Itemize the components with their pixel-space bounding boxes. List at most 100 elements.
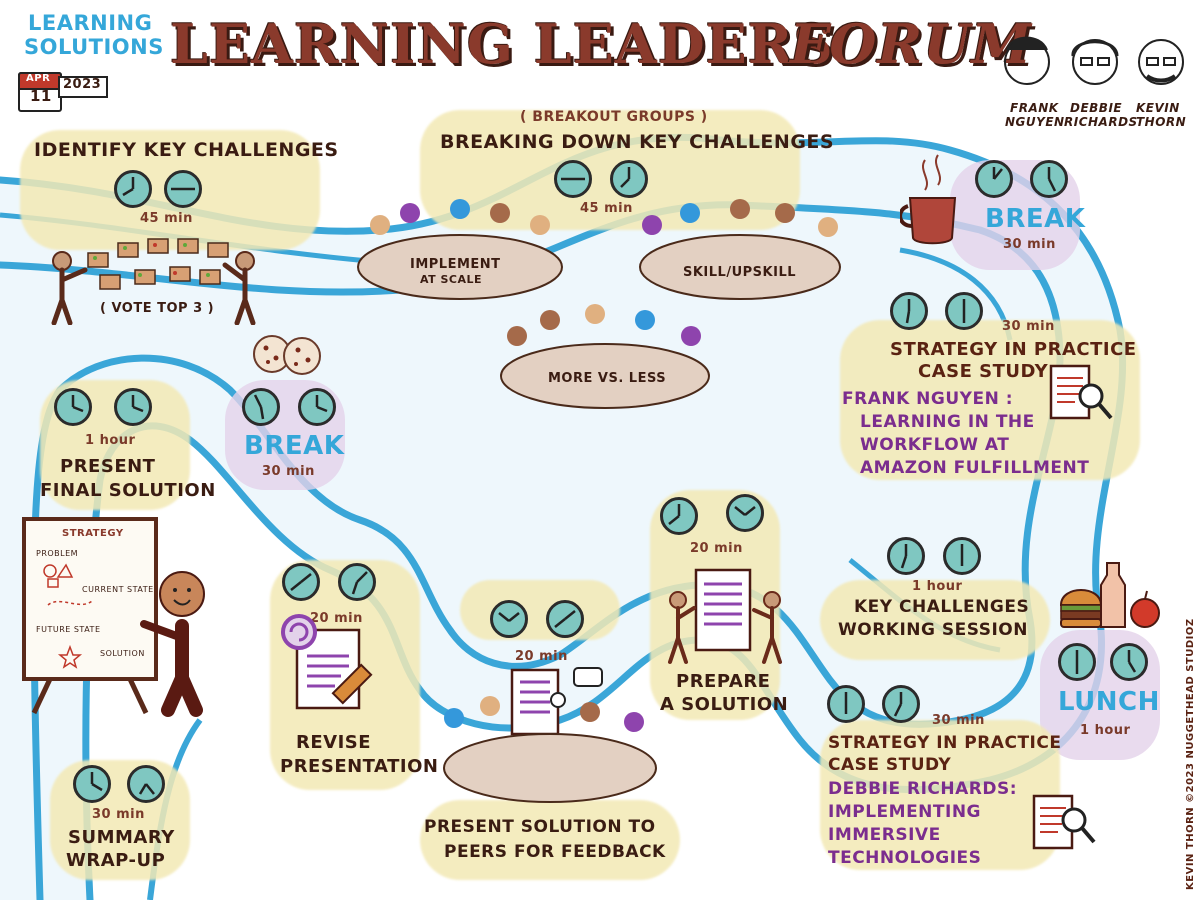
- working-line1: KEY CHALLENGES: [854, 597, 1030, 617]
- speaker-1-last: NGUYEN: [1005, 115, 1065, 129]
- working-duration: 1 hour: [912, 579, 963, 594]
- voting-board-icon: [40, 225, 280, 326]
- clock-icon: [610, 160, 648, 198]
- breakdown-subtitle: ( BREAKOUT GROUPS ): [520, 109, 708, 125]
- case2-p1: DEBBIE RICHARDS:: [828, 779, 1018, 799]
- highlight: [420, 800, 680, 880]
- speaker-3-last: THORN: [1136, 115, 1187, 129]
- breakdown-title: BREAKING DOWN KEY CHALLENGES: [440, 131, 835, 153]
- clock-icon: [827, 685, 865, 723]
- case1-duration: 30 min: [1002, 319, 1055, 334]
- page-title-forum: FORUM: [790, 12, 1033, 76]
- table-label-more: MORE vs. LESS: [548, 371, 667, 386]
- document-edit-icon: [275, 612, 385, 712]
- clock-icon: [945, 292, 983, 330]
- table-group-1: [350, 195, 570, 305]
- speaker-2-last: RICHARDS: [1064, 115, 1138, 129]
- calendar-icon: APR 11 2023: [18, 66, 108, 112]
- revise-line1: REVISE: [296, 732, 372, 753]
- peer-feedback-table: [440, 660, 670, 810]
- break2-label: BREAK: [244, 431, 345, 461]
- working-line2: WORKING SESSION: [838, 620, 1028, 640]
- clock-icon: [554, 160, 592, 198]
- table-group-2: [630, 195, 850, 305]
- page-title: LEARNING LEADERS: [170, 12, 834, 76]
- clock-icon: [1110, 643, 1148, 681]
- peers-line2: PEERS FOR FEEDBACK: [444, 842, 666, 862]
- highlight: [820, 720, 1060, 870]
- wrap-line2: WRAP-UP: [66, 850, 166, 871]
- clock-icon: [338, 563, 376, 601]
- case2-p3: IMMERSIVE: [828, 825, 941, 845]
- date-year: 2023: [63, 77, 102, 92]
- board-item-2: CURRENT STATE: [82, 585, 154, 594]
- board-title: STRATEGY: [62, 528, 124, 539]
- lunch-label: LUNCH: [1058, 687, 1160, 717]
- flipchart-pair-icon: [660, 560, 790, 670]
- table-label-implement: IMPLEMENT: [410, 257, 501, 272]
- case1-p4: AMAZON FULFILLMENT: [860, 458, 1090, 478]
- case1-p2: LEARNING IN THE: [860, 412, 1035, 432]
- cookies-icon: [250, 330, 330, 380]
- identify-title: IDENTIFY KEY CHALLENGES: [34, 139, 339, 161]
- table-label-skill: SKILL/UPSKILL: [683, 265, 797, 280]
- board-item-1: PROBLEM: [36, 549, 79, 558]
- presenter-figure: [130, 560, 220, 720]
- case1-line2: CASE STUDY: [918, 361, 1049, 382]
- document-magnifier-icon: [1045, 360, 1115, 430]
- identify-duration: 45 min: [140, 211, 193, 226]
- clock-icon: [975, 160, 1013, 198]
- vote-note: ( VOTE TOP 3 ): [100, 301, 215, 316]
- clock-icon: [54, 388, 92, 426]
- final-line1: PRESENT: [60, 456, 156, 477]
- clock-icon: [242, 388, 280, 426]
- break2-duration: 30 min: [262, 464, 315, 479]
- wrap-line1: SUMMARY: [68, 827, 175, 848]
- break1-label: BREAK: [985, 204, 1086, 234]
- case2-p2: IMPLEMENTING: [828, 802, 982, 822]
- document-magnifier-icon: [1028, 790, 1098, 860]
- artist-credit: KEVIN THORN ©2023 NUGGETHEAD STUDIOZ: [1185, 618, 1196, 890]
- clock-icon: [127, 765, 165, 803]
- board-item-4: SOLUTION: [100, 649, 145, 658]
- revise-duration: 20 min: [310, 611, 363, 626]
- lunch-duration: 1 hour: [1080, 723, 1131, 738]
- breakdown-duration: 45 min: [580, 201, 633, 216]
- final-duration: 1 hour: [85, 433, 136, 448]
- logo-line1: LEARNING: [28, 11, 153, 35]
- prepare-line2: A SOLUTION: [660, 694, 789, 715]
- coffee-cup-icon: [898, 150, 970, 250]
- prepare-line1: PREPARE: [676, 671, 771, 692]
- clock-icon: [660, 497, 698, 535]
- clock-icon: [114, 170, 152, 208]
- date-month: APR: [26, 73, 51, 84]
- case1-p1: FRANK NGUYEN :: [842, 389, 1014, 409]
- clock-icon: [887, 537, 925, 575]
- clock-icon: [546, 600, 584, 638]
- speaker-1-first: FRANK: [1010, 101, 1059, 115]
- case2-line2: CASE STUDY: [828, 755, 952, 775]
- wrap-duration: 30 min: [92, 807, 145, 822]
- strategy-board: [20, 515, 160, 715]
- speaker-portraits: [995, 20, 1195, 100]
- case1-line1: STRATEGY IN PRACTICE: [890, 339, 1137, 360]
- clock-icon: [73, 765, 111, 803]
- clock-icon: [490, 600, 528, 638]
- clock-icon: [1030, 160, 1068, 198]
- highlight: [460, 580, 620, 640]
- logo-line2: SOLUTIONS: [24, 35, 164, 59]
- clock-icon: [282, 563, 320, 601]
- case2-line1: STRATEGY IN PRACTICE: [828, 733, 1062, 753]
- lunch-food-icon: [1055, 555, 1165, 635]
- case1-p3: WORKFLOW AT: [860, 435, 1010, 455]
- break1-duration: 30 min: [1003, 237, 1056, 252]
- peers-line1: PRESENT SOLUTION TO: [424, 817, 656, 837]
- case2-p4: TECHNOLOGIES: [828, 848, 982, 868]
- clock-icon: [726, 494, 764, 532]
- highlight: [820, 580, 1050, 660]
- revise-line2: PRESENTATION: [280, 756, 439, 777]
- clock-icon: [882, 685, 920, 723]
- table-label-scale: AT SCALE: [420, 273, 483, 286]
- peers-duration: 20 min: [515, 649, 568, 664]
- clock-icon: [1058, 643, 1096, 681]
